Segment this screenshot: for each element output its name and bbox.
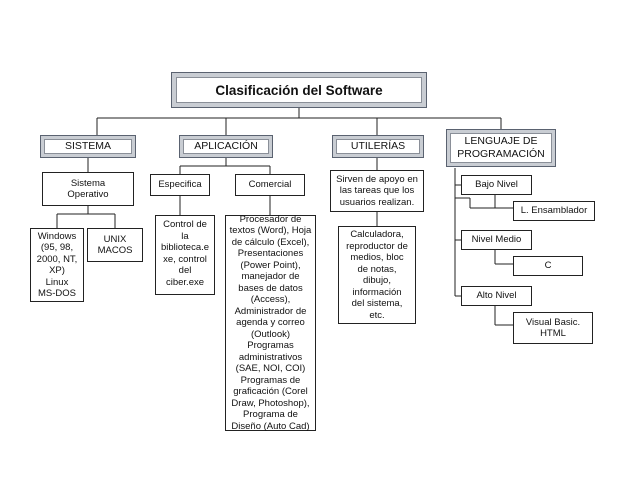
ensamblador-box: L. Ensamblador <box>513 201 595 221</box>
comercial-items-box: Procesador de textos (Word), Hoja de cál… <box>225 214 316 432</box>
lenguaje-c-box: C <box>513 256 583 276</box>
category-aplicacion-label: APLICACIÓN <box>183 139 269 154</box>
diagram-title-text: Clasificación del Software <box>176 77 422 103</box>
category-sistema: SISTEMA <box>40 135 136 158</box>
category-aplicacion: APLICACIÓN <box>179 135 273 158</box>
comercial-box: Comercial <box>235 174 305 196</box>
especifica-items-box: Control de la biblioteca.e xe, control d… <box>155 215 215 295</box>
utilerias-descripcion-box: Sirven de apoyo en las tareas que los us… <box>330 170 424 212</box>
category-sistema-label: SISTEMA <box>44 139 132 154</box>
sistema-operativo-box: Sistema Operativo <box>42 172 134 206</box>
bajo-nivel-box: Bajo Nivel <box>461 175 532 195</box>
category-lenguaje-label: LENGUAJE DE PROGRAMACIÓN <box>450 133 552 163</box>
category-utilerias-label: UTILERÍAS <box>336 139 420 154</box>
windows-linux-box: Windows (95, 98, 2000, NT, XP) Linux MS-… <box>30 228 84 302</box>
visual-html-box: Visual Basic. HTML <box>513 312 593 344</box>
especifica-box: Especifica <box>150 174 210 196</box>
diagram-title: Clasificación del Software <box>171 72 427 108</box>
alto-nivel-box: Alto Nivel <box>461 286 532 306</box>
nivel-medio-box: Nivel Medio <box>461 230 532 250</box>
utilerias-ejemplos-box: Calculadora, reproductor de medios, bloc… <box>338 226 416 324</box>
unix-macos-box: UNIX MACOS <box>87 228 143 262</box>
category-lenguaje: LENGUAJE DE PROGRAMACIÓN <box>446 129 556 167</box>
category-utilerias: UTILERÍAS <box>332 135 424 158</box>
